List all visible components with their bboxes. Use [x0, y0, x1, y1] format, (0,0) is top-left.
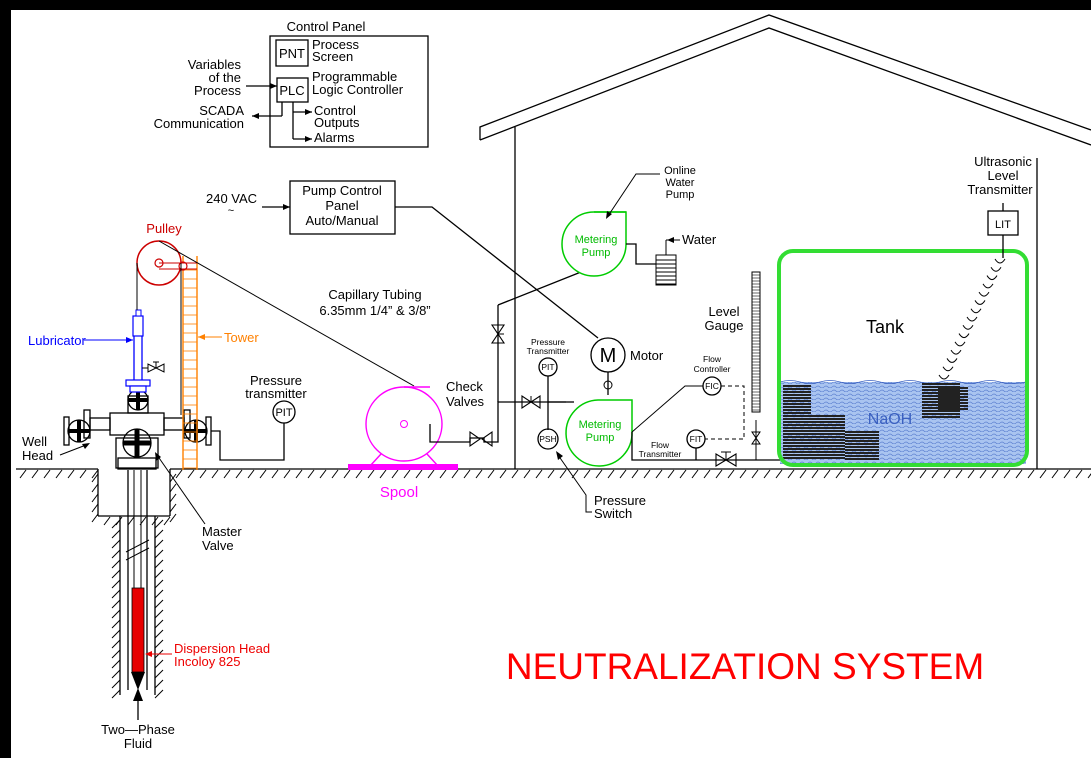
- scada-label-1: SCADA: [199, 103, 244, 118]
- lit-label-1: Ultrasonic: [974, 154, 1032, 169]
- lubricator-label: Lubricator: [28, 333, 86, 348]
- lit-label-3: Transmitter: [967, 182, 1033, 197]
- pump-control-panel: Pump Control Panel Auto/Manual 240 VAC ~: [206, 180, 599, 339]
- ground: [16, 468, 1091, 699]
- pump-control-label-3: Auto/Manual: [306, 213, 379, 228]
- motor-label: Motor: [630, 348, 664, 363]
- metering-pump-label-2: Pump: [586, 432, 615, 444]
- pnt-label-1: Process: [312, 37, 359, 52]
- water-label: Water: [682, 232, 717, 247]
- fluid-label-2: Fluid: [124, 736, 152, 751]
- plc-tag: PLC: [279, 83, 304, 98]
- wellhead-label-2: Head: [22, 448, 53, 463]
- tank-frame: [777, 249, 1029, 467]
- pulley-label: Pulley: [146, 221, 182, 236]
- pt-label-1: Pressure: [531, 337, 565, 347]
- tank-assembly: Tank NaOH LIT Ultrasonic Level Transmitt…: [777, 154, 1033, 467]
- online-pump-label-1: Metering: [575, 234, 618, 246]
- pit-wellhead-label-2: transmitter: [245, 386, 307, 401]
- plc-label-2: Logic Controller: [312, 82, 404, 97]
- dispersion-label-1: Dispersion Head: [174, 641, 270, 656]
- variables-label-2: of the: [208, 70, 241, 85]
- pressure-switch-label-2: Switch: [594, 506, 632, 521]
- pt-label-2: Transmitter: [527, 346, 570, 356]
- pump-control-label-2: Panel: [325, 198, 358, 213]
- master-valve-label-1: Master: [202, 524, 242, 539]
- tubing-label-2: 6.35mm 1/4” & 3/8”: [319, 303, 430, 318]
- pit-wellhead-label-1: Pressure: [250, 373, 302, 388]
- check-valves-label-1: Check: [446, 379, 483, 394]
- plc-label-1: Programmable: [312, 69, 397, 84]
- level-gauge-label-1: Level: [708, 304, 739, 319]
- online-water-pump: Metering Pump Online Water Pump Water: [561, 165, 717, 286]
- outputs-label-2: Outputs: [314, 115, 360, 130]
- lubricator: [132, 315, 144, 337]
- metering-pump-assembly: M Motor Metering Pump PIT Pressure Trans…: [527, 337, 780, 521]
- scada-label-2: Communication: [154, 116, 244, 131]
- outputs-label-1: Control: [314, 103, 356, 118]
- pressure-switch-label-1: Pressure: [594, 493, 646, 508]
- spool-assembly: Capillary Tubing 6.35mm 1/4” & 3/8” Spoo…: [319, 269, 587, 501]
- tower-label: Tower: [224, 330, 259, 345]
- wellhead-label-1: Well: [22, 434, 47, 449]
- online-label-2: Water: [666, 177, 695, 189]
- motor-tag: M: [600, 345, 617, 367]
- top-frame-bar: [0, 0, 1091, 10]
- alarms-label: Alarms: [314, 130, 355, 145]
- level-gauge: Level Gauge: [704, 271, 761, 460]
- naoh-label: NaOH: [868, 411, 912, 428]
- fit-tag: FIT: [690, 434, 703, 444]
- supply-label: 240 VAC: [206, 191, 257, 206]
- variables-label-1: Variables: [188, 57, 242, 72]
- variables-label-3: Process: [194, 83, 241, 98]
- psh-tag: PSH: [539, 434, 556, 444]
- level-gauge-label-2: Gauge: [704, 318, 743, 333]
- fit-label-2: Transmitter: [639, 449, 682, 459]
- pit-pump-tag: PIT: [541, 362, 554, 372]
- master-valve-label-2: Valve: [202, 538, 234, 553]
- fic-label-2: Controller: [694, 364, 731, 374]
- lit-tag: LIT: [995, 219, 1011, 231]
- pit-pump: [538, 357, 558, 377]
- dispersion-label-2: Incoloy 825: [174, 654, 241, 669]
- fluid-label-1: Two—Phase: [101, 722, 175, 737]
- control-panel: Control Panel PNT Process Screen PLC Pro…: [154, 19, 429, 148]
- lit-label-2: Level: [987, 168, 1018, 183]
- fic-tag: FIC: [705, 381, 719, 391]
- online-pump-label-2: Pump: [582, 247, 611, 259]
- fic-label-1: Flow: [703, 354, 722, 364]
- pnt-box: [275, 39, 309, 67]
- pit-wellhead-tag: PIT: [275, 407, 292, 419]
- control-panel-heading: Control Panel: [287, 19, 366, 34]
- left-frame-bar: [0, 0, 11, 758]
- ac-symbol-icon: ~: [228, 205, 234, 217]
- pnt-label-2: Screen: [312, 49, 353, 64]
- diagram-title: NEUTRALIZATION SYSTEM: [506, 646, 984, 687]
- check-valves-label-2: Valves: [446, 394, 485, 409]
- dispersion-head: [131, 587, 145, 673]
- spool-label: Spool: [380, 484, 418, 501]
- psh-switch: [537, 428, 559, 450]
- pit-wellhead: [272, 400, 296, 424]
- online-label-3: Pump: [666, 189, 695, 201]
- tubing-label-1: Capillary Tubing: [328, 287, 421, 302]
- fit-label-1: Flow: [651, 440, 670, 450]
- pnt-tag: PNT: [279, 46, 305, 61]
- wellhead: PIT Pressure transmitter Pulley Lubricat…: [22, 221, 415, 751]
- pump-control-label-1: Pump Control: [302, 183, 382, 198]
- metering-pump-label-1: Metering: [579, 419, 622, 431]
- online-label-1: Online: [664, 165, 696, 177]
- tank-label: Tank: [866, 317, 905, 337]
- spool-base: [348, 464, 458, 470]
